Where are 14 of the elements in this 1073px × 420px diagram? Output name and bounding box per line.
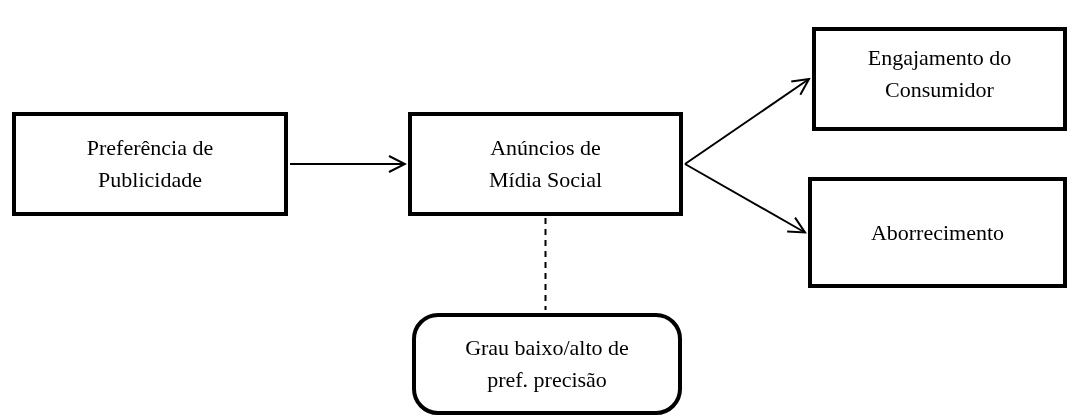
arrow — [684, 78, 810, 165]
node-label: Anúncios de Mídia Social — [487, 134, 603, 194]
process-box — [812, 27, 1067, 131]
arrow — [684, 163, 806, 234]
rounded-box — [412, 313, 682, 415]
node-label: Preferência de Publicidade — [85, 134, 215, 194]
process-box — [408, 112, 683, 216]
arrow — [289, 155, 406, 173]
process-box — [808, 177, 1067, 288]
node-label: Aborrecimento — [870, 218, 1005, 247]
node-label: Grau baixo/alto de pref. precisão — [464, 334, 630, 394]
process-box — [12, 112, 288, 216]
dashed-line — [544, 217, 547, 311]
node-label: Engajamento do Consumidor — [866, 44, 1013, 104]
